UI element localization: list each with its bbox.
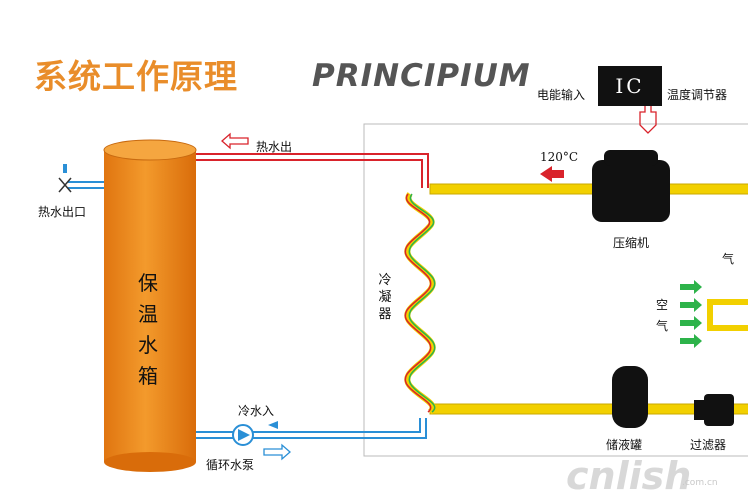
label-air-2: 气 <box>656 319 669 333</box>
cold-flow-arrow <box>268 421 278 429</box>
label-compressor: 压缩机 <box>613 236 650 250</box>
label-temp-controller: 温度调节器 <box>667 88 728 102</box>
label-air-1: 空 <box>656 298 669 312</box>
label-tank: 保温水箱 <box>138 271 158 388</box>
circulation-pump <box>232 424 254 446</box>
hot-out-arrow <box>221 132 249 150</box>
filter <box>694 394 734 426</box>
hot-water-pipe <box>196 153 429 188</box>
storage-tank <box>103 139 197 472</box>
label-hot-water-outlet: 热水出口 <box>38 205 87 219</box>
label-condenser: 冷凝器 <box>378 273 392 322</box>
heat-pump-unit-frame <box>363 123 748 457</box>
diagram-subtitle: PRINCIPIUM <box>312 58 531 94</box>
label-temperature: 120°C <box>540 150 579 164</box>
air-flow-arrows <box>680 280 702 348</box>
label-receiver: 储液罐 <box>606 438 643 452</box>
power-in-arrow <box>639 103 657 134</box>
outlet-pipe <box>68 181 104 189</box>
label-cold-water-in: 冷水入 <box>238 404 275 418</box>
temperature-controller-box: IC <box>598 66 662 106</box>
label-gas: 气 <box>722 252 735 266</box>
cold-water-pipe <box>196 418 427 439</box>
cold-in-arrow <box>263 443 291 461</box>
refrigerant-pipe <box>429 183 748 415</box>
evaporator-fragment <box>707 299 748 331</box>
label-hot-water-out: 热水出 <box>256 140 293 154</box>
compressor <box>592 150 670 222</box>
diagram-title: 系统工作原理 <box>34 57 238 96</box>
label-filter: 过滤器 <box>690 438 727 452</box>
receiver-tank <box>612 366 648 428</box>
label-circ-pump: 循环水泵 <box>206 458 255 472</box>
hot-flow-arrow <box>540 166 564 182</box>
condenser-coil <box>404 192 436 415</box>
label-power-input: 电能输入 <box>537 88 586 102</box>
watermark: cnlish <box>566 454 692 498</box>
outlet-valve <box>58 164 72 193</box>
watermark-domain: .com.cn <box>682 478 718 488</box>
